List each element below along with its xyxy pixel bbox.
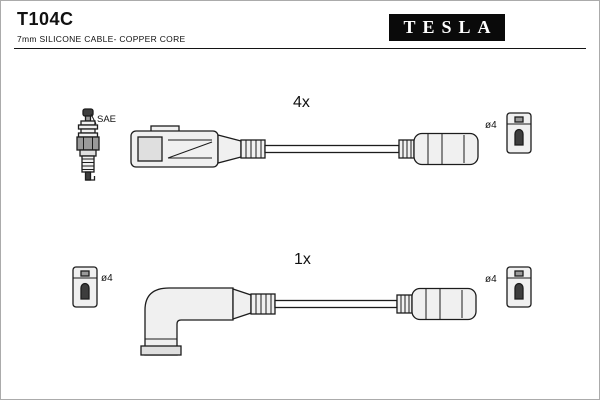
straight-boot-row1 — [398, 132, 479, 166]
boot-ribs — [400, 295, 410, 313]
nut-notch — [514, 270, 524, 277]
boot-body — [413, 132, 479, 166]
row1-quantity-label: 4x — [293, 94, 310, 111]
spark-plug-icon — [76, 108, 100, 181]
row1-diameter-label: ø4 — [485, 120, 497, 131]
connector-detail-line — [167, 141, 213, 159]
sae-label: SAE — [97, 114, 116, 125]
tesla-logo: TESLA — [389, 14, 505, 41]
straight-boot-row2 — [396, 287, 477, 321]
boot-ribs — [402, 140, 412, 158]
plug-hex-body — [76, 136, 100, 151]
row2-diameter-left-label: ø4 — [101, 273, 113, 284]
cable-spec-subtitle: 7mm SILICONE CABLE- COPPER CORE — [17, 34, 186, 44]
nut-notch — [514, 116, 524, 123]
connector-inner-block — [137, 136, 163, 162]
row2-quantity-label: 1x — [294, 251, 311, 268]
header-divider — [14, 48, 586, 49]
elbow-ribs — [255, 294, 272, 314]
nut-terminal — [514, 282, 524, 300]
elbow-connector — [140, 287, 276, 356]
cable-row2 — [274, 299, 398, 309]
part-number: T104C — [17, 9, 74, 29]
plug-ground-strap — [85, 176, 96, 181]
row2-diameter-right-label: ø4 — [485, 274, 497, 285]
plug-shoulder — [79, 149, 97, 157]
elbow-flange — [140, 345, 182, 356]
nut-notch — [80, 270, 90, 277]
terminal-nut-icon-row2-right — [506, 266, 532, 308]
terminal-nut-icon-row1-right — [506, 112, 532, 154]
terminal-nut-icon-row2-left — [72, 266, 98, 308]
boot-body — [411, 287, 477, 321]
nut-terminal — [80, 282, 90, 300]
nut-terminal — [514, 128, 524, 146]
sae-leader-line — [90, 113, 97, 125]
connector-taper — [217, 134, 242, 164]
plug-electrode — [84, 171, 92, 181]
cable-row1 — [264, 144, 400, 154]
elbow-taper — [232, 288, 252, 320]
straight-connector — [130, 125, 266, 168]
elbow-body — [144, 287, 234, 356]
plug-stem — [84, 115, 92, 122]
connector-ribs — [245, 140, 262, 158]
